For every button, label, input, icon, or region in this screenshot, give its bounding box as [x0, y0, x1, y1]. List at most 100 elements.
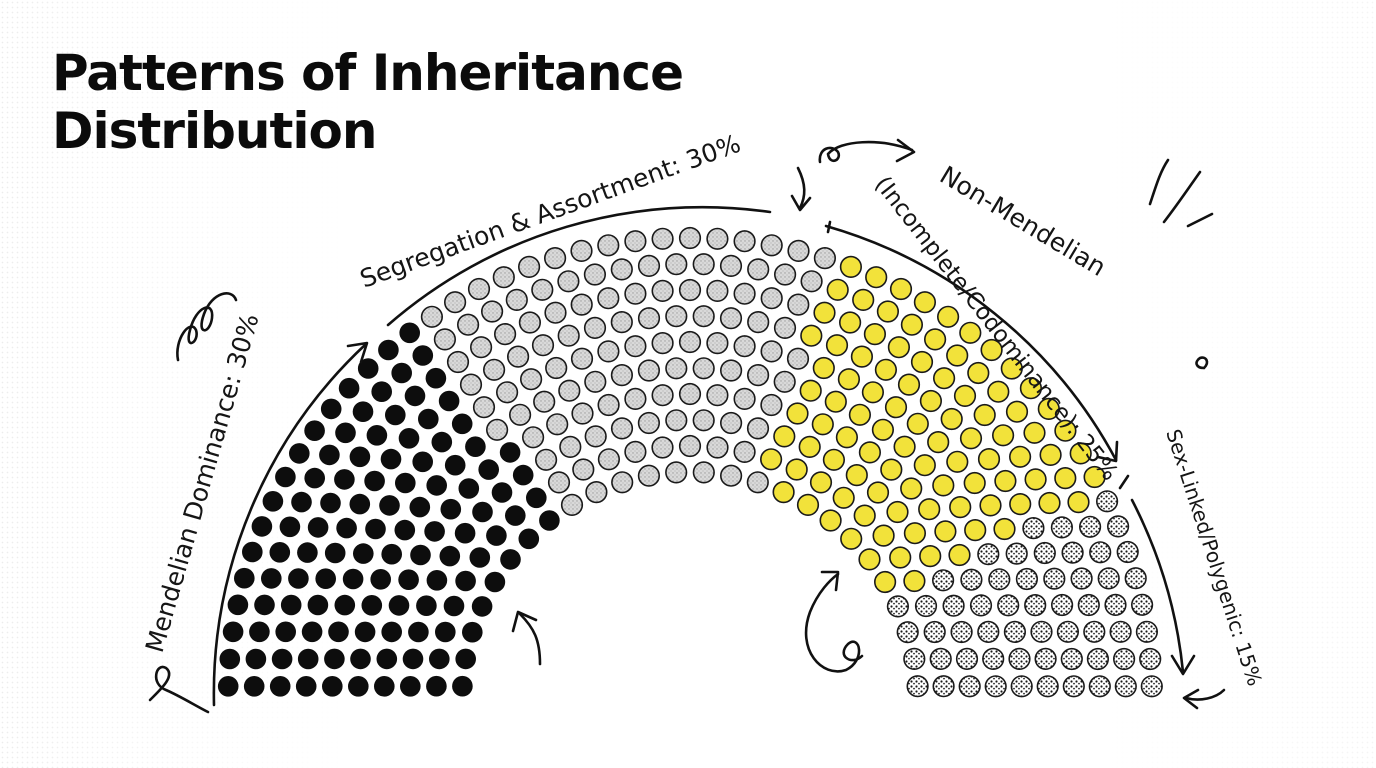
mendelian-dot	[289, 443, 310, 464]
segregation-dot	[492, 266, 515, 289]
sex-linked-arrowhead	[1170, 654, 1196, 676]
mendelian-dot	[319, 444, 340, 466]
non-mendelian-arrowhead	[1096, 440, 1119, 463]
mendelian-dot	[412, 345, 434, 366]
mendelian-dot	[279, 516, 301, 538]
down-arrow-top	[796, 166, 806, 210]
segregation-dot	[746, 364, 770, 387]
mendelian-dot	[291, 491, 312, 513]
non-mendelian-dot	[900, 477, 923, 500]
non-mendelian-dot	[848, 403, 872, 426]
sex-linked-dot	[1015, 567, 1039, 591]
sex-linked-dot	[896, 621, 919, 644]
segregation-dot	[733, 387, 756, 411]
sex-linked-dot	[1050, 516, 1073, 539]
mendelian-dot	[320, 492, 341, 514]
sex-linked-dot	[977, 620, 1000, 644]
segregation-dot	[719, 307, 743, 330]
sex-linked-dot	[1022, 516, 1045, 540]
segregation-dot	[610, 258, 633, 281]
segregation-dot	[706, 279, 729, 303]
segregation-dot	[760, 287, 783, 310]
mendelian-dot	[455, 570, 476, 592]
sex-linked-dot	[932, 675, 955, 698]
non-mendelian-dot	[946, 344, 969, 367]
curved-arrowhead-center	[511, 610, 538, 633]
non-mendelian-dot	[973, 403, 996, 427]
sex-linked-dot	[1005, 542, 1028, 565]
segregation-dot	[486, 418, 509, 441]
non-mendelian-dot	[913, 291, 937, 314]
segregation-dot	[420, 305, 444, 328]
non-mendelian-dot	[949, 496, 972, 519]
sex-linked-dot	[1024, 593, 1047, 617]
mendelian-dot	[304, 467, 326, 489]
segregation-arc-arrow	[386, 205, 772, 327]
curl-arrowhead-bottom	[820, 570, 840, 592]
sex-linked-dot	[1097, 567, 1120, 590]
segregation-dot	[692, 253, 715, 276]
mendelian-dot	[295, 676, 317, 697]
non-mendelian-dot	[872, 524, 895, 547]
segregation-dot	[733, 230, 756, 253]
mendelian-dot	[452, 675, 473, 697]
sex-linked-dot	[1034, 647, 1057, 671]
non-mendelian-dot	[850, 345, 874, 368]
mendelian-dot	[444, 454, 466, 476]
non-mendelian-dot	[1054, 467, 1077, 490]
sex-linked-dot	[1124, 567, 1147, 590]
sex-linked-dot	[1060, 647, 1083, 671]
non-mendelian-dot	[772, 481, 795, 504]
segregation-dot	[531, 334, 555, 357]
segregation-dot	[531, 278, 554, 301]
mendelian-dot	[425, 367, 447, 389]
sex-linked-dot	[1010, 675, 1033, 698]
non-mendelian-dot	[932, 367, 956, 390]
mendelian-dot	[301, 621, 323, 643]
segregation-dot	[543, 247, 567, 270]
mendelian-dot	[297, 648, 319, 670]
sex-linked-dot	[923, 620, 946, 644]
segregation-dot	[637, 359, 661, 382]
non-mendelian-dot	[852, 288, 875, 312]
non-mendelian-dot	[987, 380, 1010, 403]
segregation-dot	[665, 305, 688, 328]
sex-linked-dot	[1003, 620, 1027, 644]
non-mendelian-dot	[906, 412, 929, 435]
non-mendelian-dot	[884, 396, 908, 419]
mendelian-dot	[307, 594, 329, 616]
segregation-dot	[624, 440, 647, 464]
mendelian-dot	[217, 676, 239, 697]
non-mendelian-dot	[1054, 419, 1077, 442]
non-mendelian-dot	[1069, 442, 1092, 465]
non-mendelian-dot	[1067, 491, 1090, 514]
strokes-top-right	[1148, 158, 1214, 228]
non-mendelian-dot	[919, 389, 943, 413]
mendelian-dot	[431, 431, 453, 453]
segregation-dot	[665, 253, 688, 276]
mendelian-dot	[380, 448, 402, 470]
mendelian-dot	[388, 595, 410, 616]
non-mendelian-dot	[893, 435, 916, 458]
non-mendelian-dot	[863, 323, 887, 346]
mendelian-dot	[275, 466, 296, 488]
non-mendelian-dot	[874, 358, 898, 381]
sex-linked-dot	[914, 594, 938, 618]
segregation-dot	[459, 373, 483, 396]
sex-linked-dot	[982, 647, 1005, 671]
non-mendelian-dot	[889, 277, 913, 301]
segregation-dot	[547, 471, 571, 494]
sex-linked-dot	[1140, 675, 1163, 698]
non-mendelian-dot	[1038, 491, 1061, 515]
segregation-dot	[678, 226, 702, 250]
non-mendelian-dot	[853, 504, 876, 527]
non-mendelian-dot	[886, 500, 909, 524]
mendelian-dot	[451, 413, 473, 435]
mendelian-dot	[324, 648, 345, 670]
segregation-dot	[584, 370, 607, 393]
segregation-dot	[597, 340, 620, 363]
small-loop-right	[1195, 356, 1209, 370]
mendelian-dot	[408, 621, 429, 643]
non-mendelian-dot	[839, 255, 863, 279]
non-mendelian-dot	[825, 334, 849, 357]
